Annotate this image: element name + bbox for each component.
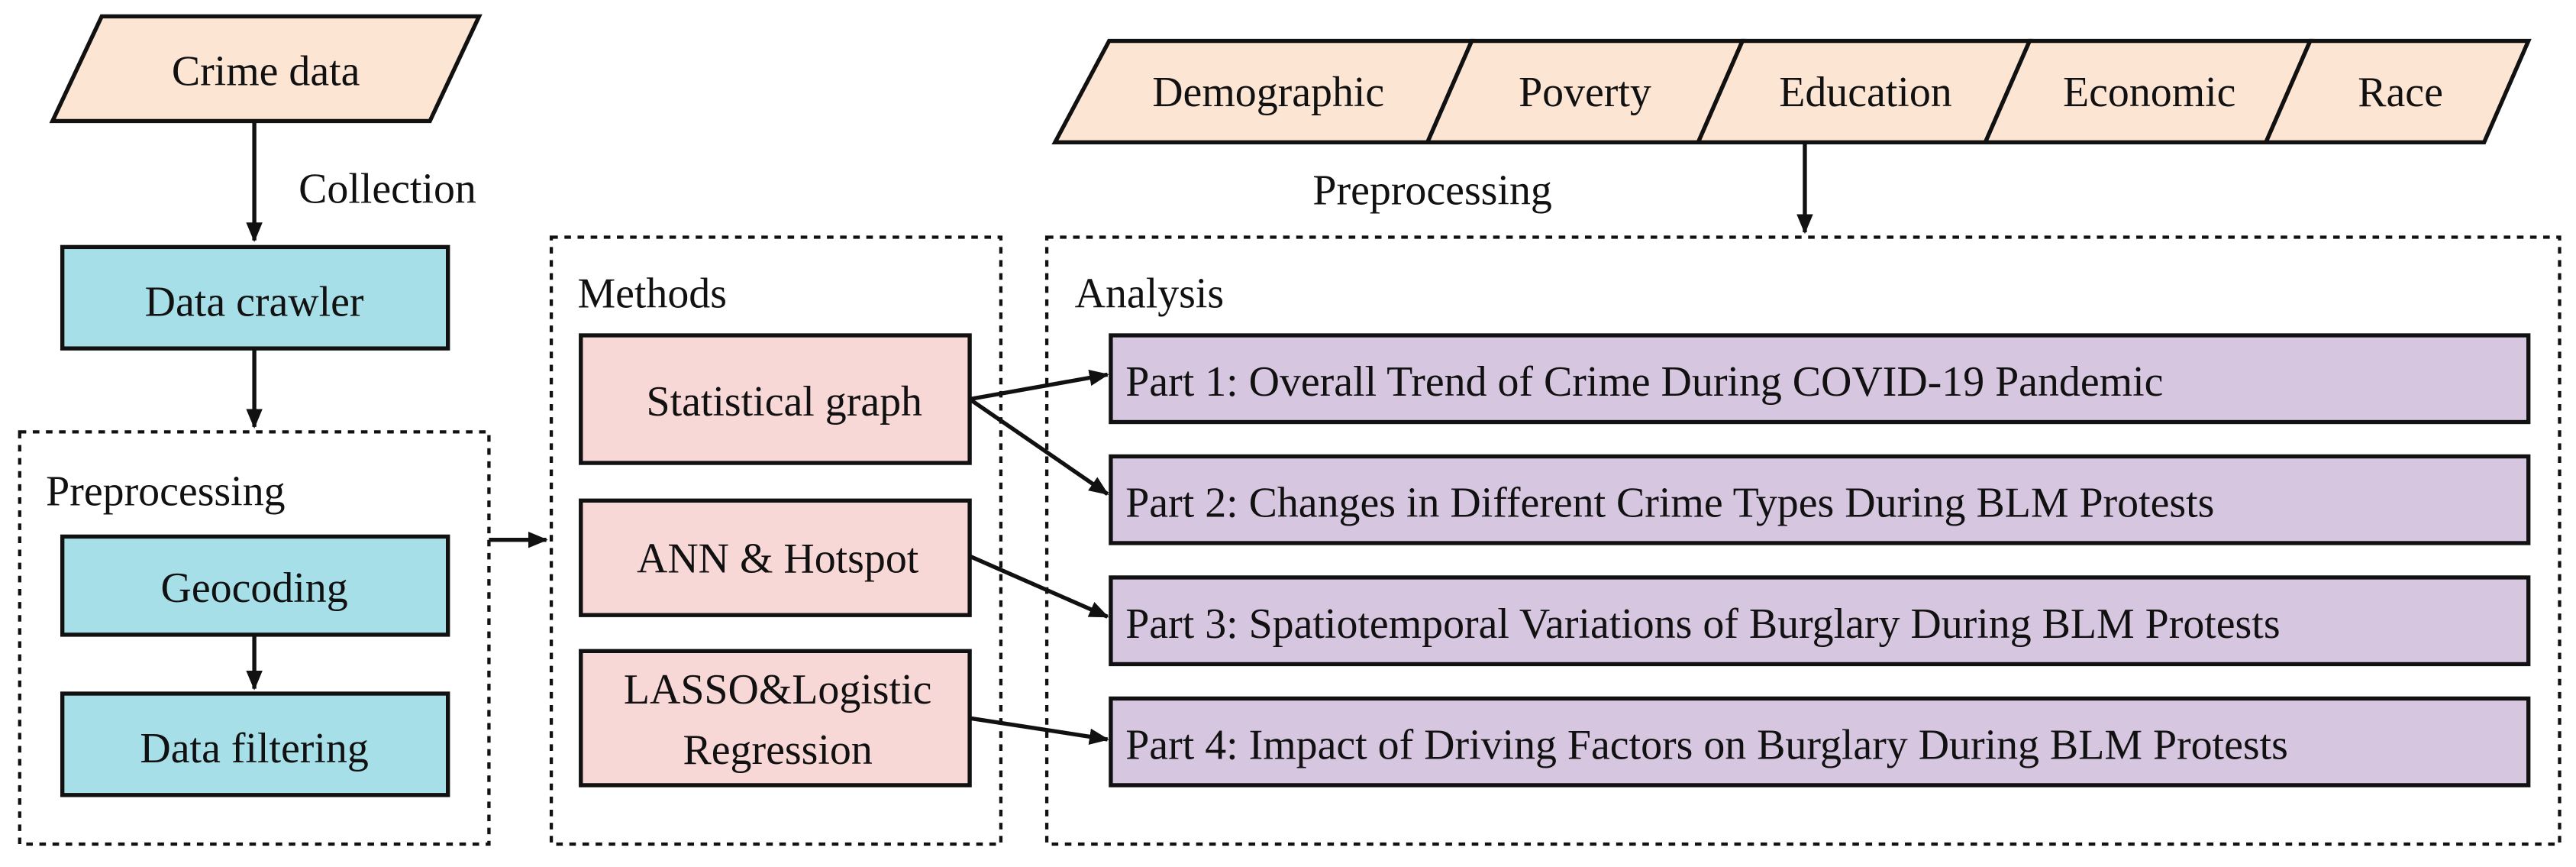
part3-box xyxy=(1109,575,2531,667)
part2-box xyxy=(1109,454,2531,545)
geocoding-label: Geocoding xyxy=(161,565,348,612)
analysis-panel xyxy=(1044,235,2561,846)
arrow-statistical-to-part2 xyxy=(968,397,1109,496)
data-crawler-label: Data crawler xyxy=(145,278,364,325)
preprocessing-panel xyxy=(18,430,491,846)
collection-label: Collection xyxy=(299,166,476,213)
arrow-statistical-to-part1 xyxy=(969,370,1109,402)
factor-demographic-label: Demographic xyxy=(1152,69,1384,116)
factor-poverty-label: Poverty xyxy=(1519,69,1651,116)
factor-education-label: Education xyxy=(1779,69,1952,116)
part4-box xyxy=(1109,696,2531,788)
analysis-panel-title: Analysis xyxy=(1075,270,1225,318)
factor-race-shape xyxy=(2262,38,2532,144)
factors-preprocessing-label: Preprocessing xyxy=(1312,167,1551,215)
ann-hotspot-box xyxy=(579,498,972,617)
factor-economic-label: Economic xyxy=(2063,69,2235,116)
lasso-logistic-label-line2: Regression xyxy=(683,726,873,774)
part4-label: Part 4: Impact of Driving Factors on Bur… xyxy=(1125,722,2288,769)
methods-panel-title: Methods xyxy=(577,270,727,318)
part3-label: Part 3: Spatiotemporal Variations of Bur… xyxy=(1125,600,2280,648)
part2-label: Part 2: Changes in Different Crime Types… xyxy=(1125,480,2214,527)
lasso-logistic-label-line1: LASSO&Logistic xyxy=(624,666,931,713)
arrow-lasso-to-part4 xyxy=(969,716,1109,745)
part1-label: Part 1: Overall Trend of Crime During CO… xyxy=(1125,358,2163,406)
data-filtering-label: Data filtering xyxy=(140,725,368,772)
arrow-ann-to-part3 xyxy=(969,554,1109,619)
crime-data-label: Crime data xyxy=(172,47,360,95)
data-filtering-box xyxy=(60,691,450,797)
ann-hotspot-label: ANN & Hotspot xyxy=(637,535,919,583)
methods-panel xyxy=(549,235,1003,846)
part1-box xyxy=(1109,333,2531,425)
crime-data-parallelogram xyxy=(49,14,483,124)
preprocessing-panel-title: Preprocessing xyxy=(46,468,285,516)
data-crawler-box xyxy=(60,244,450,351)
factor-race-label: Race xyxy=(2358,69,2443,116)
statistical-graph-label: Statistical graph xyxy=(647,378,923,425)
